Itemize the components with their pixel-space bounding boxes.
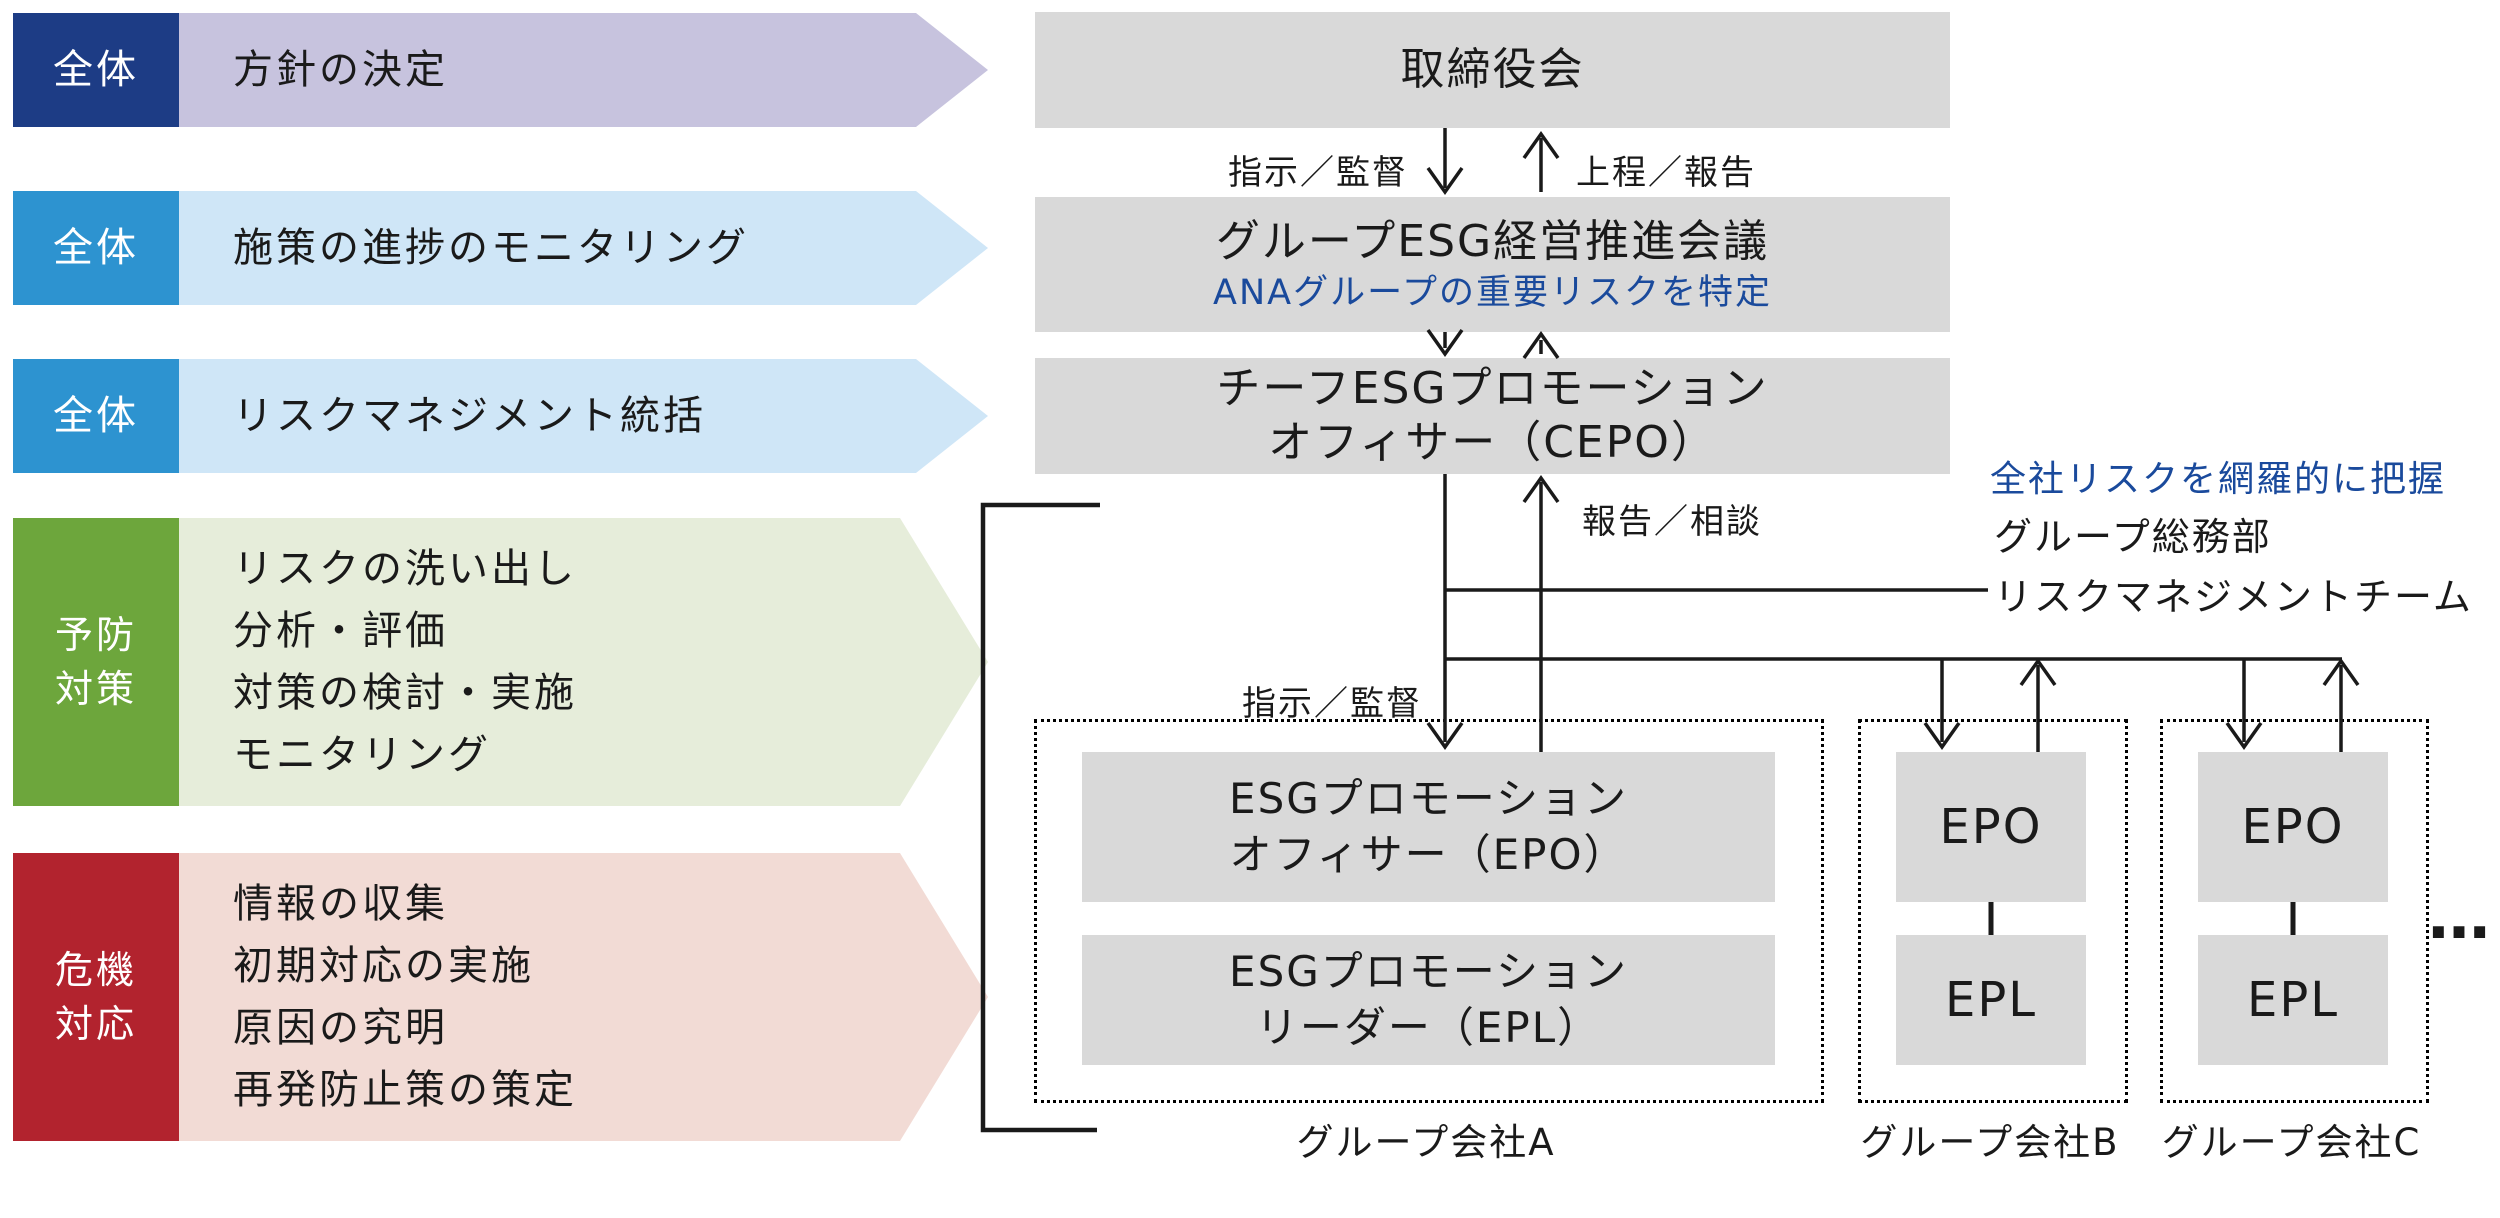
banner-crisis-line1: 情報の収集	[233, 881, 448, 927]
arrow-epoA-to-cepo-head	[1522, 474, 1560, 504]
note-companywide-risk: 全社リスクを網羅的に把握	[1990, 459, 2447, 500]
company-c-frame	[2160, 719, 2429, 1103]
banner-riskmgmt-tag: 全体	[13, 359, 179, 473]
cepo-line2: オフィサー（CEPO）	[1268, 417, 1717, 468]
label-direct-supervise-top: 指示／監督	[1228, 153, 1408, 193]
cepo-box: チーフESGプロモーション オフィサー（CEPO）	[1035, 358, 1950, 474]
cepo-line1: チーフESGプロモーション	[1216, 363, 1769, 414]
arrow-from-epoC-head	[2322, 657, 2360, 687]
arrow-council-to-cepo-head	[1426, 328, 1464, 358]
company-b-epl-label: EPL	[1944, 972, 2037, 1028]
label-submit-report: 上程／報告	[1576, 153, 1756, 193]
banner-prevention-tag: 予防 対策	[13, 518, 179, 806]
company-a-epo-line1: ESGプロモーション	[1229, 774, 1628, 823]
company-a-epo-box: ESGプロモーション オフィサー（EPO）	[1082, 752, 1775, 902]
company-c-epl-box: EPL	[2198, 935, 2388, 1065]
banner-prevention-line3: 対策の検討・実施	[233, 670, 577, 716]
company-a-epl-box: ESGプロモーション リーダー（EPL）	[1082, 935, 1775, 1065]
more-companies-ellipsis: …	[2428, 880, 2494, 953]
company-b-epl-box: EPL	[1896, 935, 2086, 1065]
company-a-epo-line2: オフィサー（EPO）	[1229, 830, 1628, 879]
banner-policy-decision: 全体 方針の決定	[13, 13, 988, 127]
board-of-directors-box: 取締役会	[1035, 12, 1950, 128]
arrow-council-to-board-head	[1522, 130, 1560, 160]
dept-general-affairs: グループ総務部	[1994, 515, 2272, 559]
banner-policy-tag-line: 全体	[53, 47, 139, 93]
label-report-consult: 報告／相談	[1582, 502, 1762, 542]
banner-prevention-tag-line2: 対策	[54, 667, 137, 711]
esg-council-title: グループESG経営推進会議	[1215, 215, 1770, 267]
banner-riskmgmt-tag-line: 全体	[53, 393, 139, 439]
banner-prevention-tag-line1: 予防	[54, 613, 137, 657]
banner-crisis-tag-line2: 対応	[54, 1002, 137, 1046]
banner-prevention-line1: リスクの洗い出し	[233, 546, 577, 592]
company-c-epo-box: EPO	[2198, 752, 2388, 902]
banner-crisis-line3: 原因の究明	[233, 1005, 448, 1051]
banner-prevention-line2: 分析・評価	[233, 608, 448, 654]
banner-monitoring-progress: 全体 施策の進捗のモニタリング	[13, 191, 988, 305]
banner-crisis-tag: 危機 対応	[13, 853, 179, 1141]
company-a-label: グループ会社A	[1296, 1121, 1556, 1164]
dept-risk-team: リスクマネジメントチーム	[1994, 575, 2473, 619]
esg-council-subtitle: ANAグループの重要リスクを特定	[1213, 272, 1772, 313]
banner-riskmgmt-body-line: リスクマネジメント統括	[233, 393, 706, 439]
esg-council-box: グループESG経営推進会議 ANAグループの重要リスクを特定	[1035, 197, 1950, 332]
banner-crisis-tag-line1: 危機	[54, 948, 137, 992]
banner-monitoring-tag-line: 全体	[53, 225, 139, 271]
company-b-label: グループ会社B	[1860, 1121, 2120, 1164]
company-a-epl-line1: ESGプロモーション	[1229, 947, 1628, 996]
banner-monitoring-body: 施策の進捗のモニタリング	[179, 191, 988, 305]
company-c-epo-label: EPO	[2241, 799, 2345, 855]
banner-prevention: 予防 対策 リスクの洗い出し 分析・評価 対策の検討・実施 モニタリング	[13, 518, 988, 806]
banner-prevention-body: リスクの洗い出し 分析・評価 対策の検討・実施 モニタリング	[179, 518, 988, 806]
banner-risk-management: 全体 リスクマネジメント統括	[13, 359, 988, 473]
arrow-cepo-to-council-head	[1522, 330, 1560, 360]
company-c-label: グループ会社C	[2161, 1121, 2422, 1164]
arrow-board-to-council-head	[1426, 166, 1464, 196]
company-b-frame	[1858, 719, 2128, 1103]
company-c-epl-label: EPL	[2246, 972, 2339, 1028]
banner-policy-body: 方針の決定	[179, 13, 988, 127]
banner-crisis-body: 情報の収集 初期対応の実施 原因の究明 再発防止策の策定	[179, 853, 988, 1141]
company-b-epo-box: EPO	[1896, 752, 2086, 902]
banner-crisis-line4: 再発防止策の策定	[233, 1067, 577, 1113]
arrow-from-epoB-head	[2019, 657, 2057, 687]
label-direct-supervise-mid: 指示／監督	[1242, 684, 1422, 724]
banner-riskmgmt-body: リスクマネジメント統括	[179, 359, 988, 473]
banner-prevention-line4: モニタリング	[233, 732, 491, 778]
banner-crisis-line2: 初期対応の実施	[233, 943, 534, 989]
banner-policy-tag: 全体	[13, 13, 179, 127]
banner-monitoring-tag: 全体	[13, 191, 179, 305]
board-of-directors-title: 取締役会	[1400, 44, 1585, 95]
company-b-epo-label: EPO	[1939, 799, 2043, 855]
banner-crisis-response: 危機 対応 情報の収集 初期対応の実施 原因の究明 再発防止策の策定	[13, 853, 988, 1141]
company-a-epl-line2: リーダー（EPL）	[1255, 1003, 1602, 1052]
banner-policy-body-line: 方針の決定	[233, 47, 448, 93]
banner-monitoring-body-line: 施策の進捗のモニタリング	[233, 225, 749, 271]
